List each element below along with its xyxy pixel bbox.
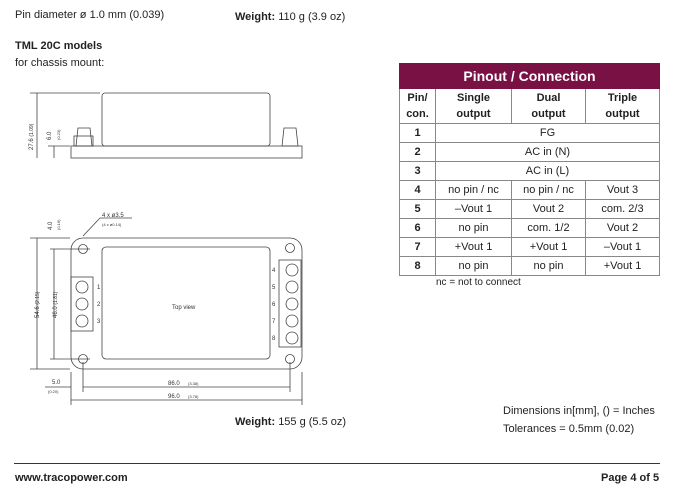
svg-text:46.0 (1.81): 46.0 (1.81) [53, 291, 59, 318]
svg-text:3: 3 [97, 319, 101, 325]
screw-terminals [75, 263, 299, 345]
section-subtitle: for chassis mount: [15, 57, 105, 69]
table-row: 7+Vout 1+Vout 1–Vout 1 [399, 237, 660, 257]
col-pin: Pin/con. [399, 88, 436, 124]
weight-110: Weight: 110 g (3.9 oz) [235, 11, 345, 23]
svg-text:54.6 (2.15): 54.6 (2.15) [35, 291, 41, 318]
svg-text:(0.16): (0.16) [56, 219, 61, 230]
tolerances-note: Tolerances = 0.5mm (0.02) [503, 423, 635, 435]
svg-text:4 x ø3.5: 4 x ø3.5 [102, 213, 124, 219]
svg-text:5: 5 [272, 285, 276, 291]
svg-text:6.0: 6.0 [47, 131, 53, 140]
board-body [101, 246, 271, 360]
svg-text:(3.78): (3.78) [188, 394, 199, 399]
svg-text:4.0: 4.0 [48, 221, 54, 230]
page-number: Page 4 of 5 [601, 472, 660, 484]
svg-text:7: 7 [272, 319, 276, 325]
section-title: TML 20C models [15, 40, 103, 52]
svg-text:6: 6 [272, 302, 276, 308]
weight-155: Weight: 155 g (5.5 oz) [235, 416, 346, 428]
pinout-title: Pinout / Connection [399, 63, 660, 89]
top-view-label: Top view [172, 305, 196, 311]
right-terminal-block [278, 259, 302, 348]
svg-text:8: 8 [272, 336, 276, 342]
svg-text:(0.23): (0.23) [56, 129, 61, 140]
footer-url[interactable]: www.tracopower.com [15, 472, 128, 484]
weight-value: 155 g (5.5 oz) [278, 416, 347, 428]
dimensions-note: Dimensions in[mm], () = Inches [503, 405, 655, 417]
side-base [70, 145, 303, 159]
svg-text:(4 x ø0.14): (4 x ø0.14) [102, 222, 122, 227]
side-feet [75, 127, 299, 147]
side-terminal [73, 135, 94, 147]
svg-text:5.0: 5.0 [52, 380, 61, 386]
svg-text:(0.20): (0.20) [48, 389, 59, 394]
left-terminal-block [70, 276, 94, 332]
side-view: 27.6 (1.09) 6.0 (0.23) [29, 92, 303, 159]
board-outline [70, 237, 303, 370]
footer-divider [14, 463, 660, 464]
pinout-note: nc = not to connect [436, 277, 521, 288]
top-view: 4 x ø3.5 (4 x ø0.14) 4.0 (0.16) 54.6 (2.… [30, 213, 303, 405]
weight-label: Weight: [235, 416, 276, 428]
side-body [101, 92, 271, 147]
svg-text:27.6 (1.09): 27.6 (1.09) [29, 123, 35, 150]
svg-text:2: 2 [97, 302, 101, 308]
svg-text:4: 4 [272, 268, 276, 274]
pin-diameter-text: Pin diameter ø 1.0 mm (0.039) [15, 9, 165, 21]
weight-label: Weight: [235, 11, 276, 23]
svg-text:96.0: 96.0 [168, 394, 180, 400]
svg-text:1: 1 [97, 285, 101, 291]
svg-text:(3.38): (3.38) [188, 381, 199, 386]
svg-text:86.0: 86.0 [168, 381, 180, 387]
weight-value: 110 g (3.9 oz) [278, 11, 346, 23]
